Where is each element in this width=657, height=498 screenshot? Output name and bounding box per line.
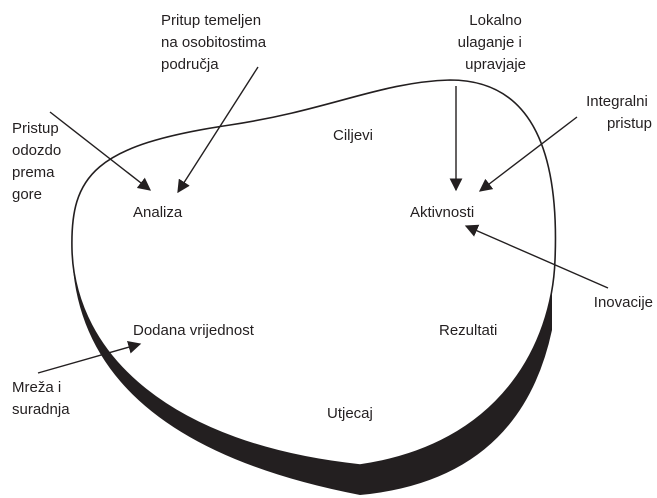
arrow-odozdo-to-analiza xyxy=(49,111,152,191)
disc-shadow xyxy=(72,250,552,495)
input-mreza: Mreža i suradnja xyxy=(12,379,70,418)
input-pritup-temeljen: Pritup temeljen na osobitostima područja xyxy=(161,12,270,73)
stage-ciljevi: Ciljevi xyxy=(333,127,373,144)
stage-analiza: Analiza xyxy=(133,204,183,221)
arrow-temeljen-to-analiza xyxy=(177,66,259,194)
stage-rezultati: Rezultati xyxy=(439,322,497,339)
stage-dodana-vrijednost: Dodana vrijednost xyxy=(133,322,255,339)
input-inovacije: Inovacije xyxy=(594,294,653,311)
arrow-integralni-to-aktivnosti xyxy=(478,116,578,192)
input-integralni: Integralni pristup xyxy=(586,93,652,132)
input-pristup-odozdo: Pristup odozdo prema gore xyxy=(12,120,65,203)
input-lokalno: Lokalno ulaganje i upravjaje xyxy=(458,12,526,73)
disc-top xyxy=(71,79,557,466)
stage-aktivnosti: Aktivnosti xyxy=(410,204,474,221)
stage-utjecaj: Utjecaj xyxy=(327,405,373,422)
arrow-inovacije-to-aktivnosti xyxy=(464,224,609,289)
arrow-mreza-to-dodana xyxy=(37,340,142,374)
